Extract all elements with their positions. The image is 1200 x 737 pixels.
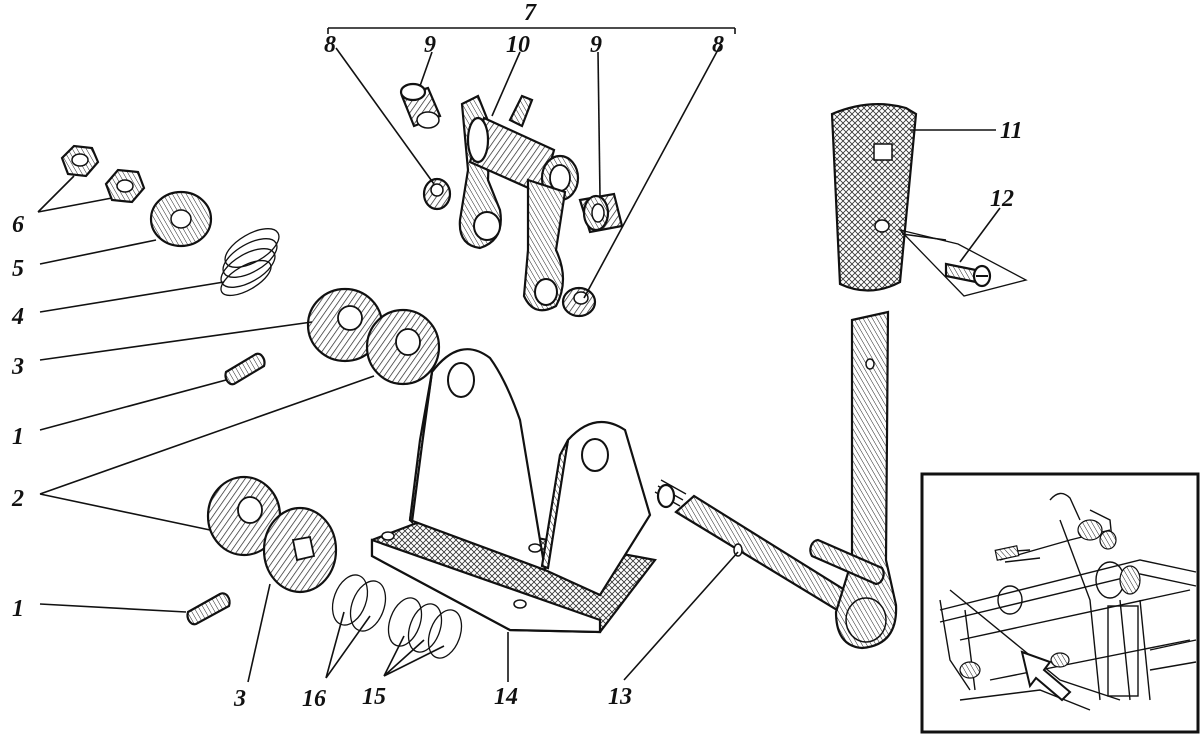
- lever-shaft-icon: [654, 310, 898, 650]
- bushing-icon: [422, 177, 452, 211]
- hex-nut-icon: [104, 168, 146, 204]
- label-1: 1: [12, 596, 24, 622]
- label-5: 5: [12, 256, 24, 282]
- washer-icon: [262, 506, 338, 594]
- label-14: 14: [494, 684, 518, 710]
- label-8: 8: [712, 32, 724, 58]
- washer-icon: [206, 475, 282, 557]
- bushing-icon: [561, 286, 597, 318]
- pin-icon: [186, 592, 231, 626]
- label-3: 3: [11, 354, 24, 380]
- handle-knob-icon: [830, 103, 918, 292]
- bushing-icon: [399, 82, 442, 129]
- snap-ring-icon: [331, 574, 387, 632]
- washer-icon: [365, 308, 441, 386]
- label-9: 9: [424, 32, 436, 58]
- double-lever-icon: [458, 94, 580, 312]
- label-4: 4: [11, 304, 24, 330]
- spring-icon: [220, 228, 280, 297]
- label-10: 10: [506, 32, 530, 58]
- label-3: 3: [233, 686, 246, 712]
- bracket-icon: [370, 348, 657, 634]
- label-7: 7: [524, 0, 537, 26]
- snap-ring-icon: [387, 597, 463, 659]
- label-6: 6: [12, 212, 24, 238]
- screw-icon: [897, 228, 1028, 297]
- label-11: 11: [1000, 118, 1023, 144]
- label-12: 12: [990, 186, 1014, 212]
- label-13: 13: [608, 684, 632, 710]
- part-number-labels: 6 5 4 3 1 2 1 3 16 15 14 13 12 11 7 8 9 …: [11, 0, 1023, 712]
- label-8: 8: [324, 32, 336, 58]
- hex-nut-icon: [60, 144, 100, 178]
- label-2: 2: [11, 486, 24, 512]
- leader-lines: [37, 45, 1001, 683]
- label-16: 16: [302, 686, 326, 712]
- label-9: 9: [590, 32, 602, 58]
- washer-icon: [149, 190, 213, 248]
- inset-location-view: [920, 472, 1200, 734]
- pin-icon: [224, 352, 266, 386]
- label-1: 1: [12, 424, 24, 450]
- washer-icon: [306, 287, 384, 363]
- label-15: 15: [362, 684, 386, 710]
- bushing-icon: [578, 192, 624, 234]
- assembly-group-bracket: [327, 27, 736, 34]
